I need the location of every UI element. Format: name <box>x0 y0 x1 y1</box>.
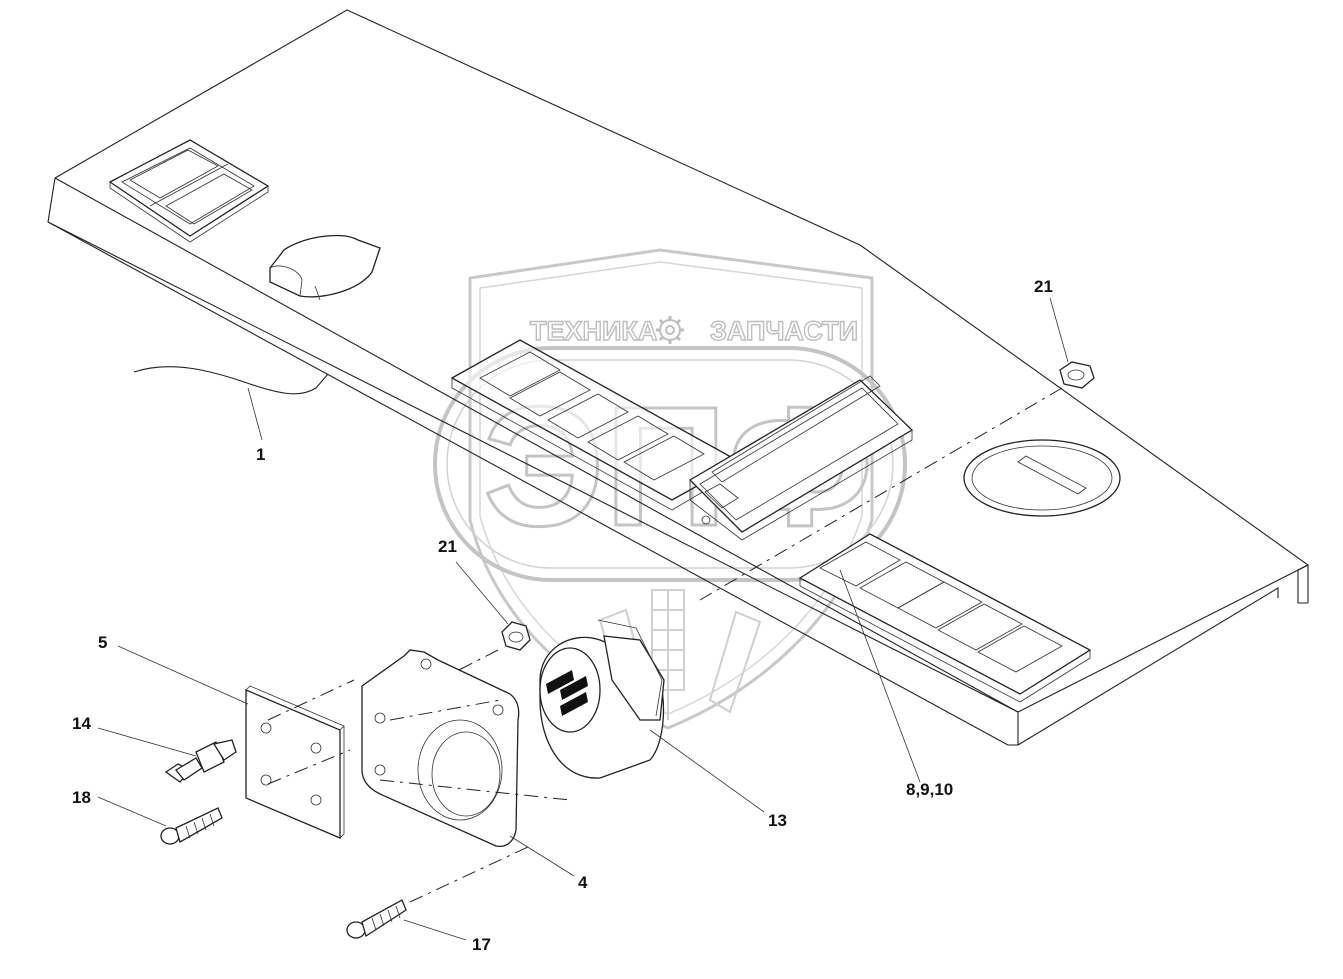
callout-18: 18 <box>72 788 91 807</box>
sensor-housing <box>539 619 765 813</box>
callout-14: 14 <box>72 714 91 733</box>
filler-cap <box>269 234 381 301</box>
callout-13: 13 <box>768 811 787 830</box>
callout-21-mid: 21 <box>438 537 457 556</box>
leader-8-9-10 <box>839 569 921 783</box>
watermark-left-text: ТЕХНИКА <box>530 316 657 346</box>
lower-switch-strip <box>798 533 1092 703</box>
control-module <box>688 375 914 541</box>
hour-meter-gauge <box>963 439 1121 517</box>
cable-part <box>133 366 329 441</box>
callout-5: 5 <box>98 633 107 652</box>
stud-connector <box>97 727 237 783</box>
bracket-plate <box>361 649 575 877</box>
twin-switch-block <box>108 139 270 243</box>
watermark-right-text: ЗАПЧАСТИ <box>710 316 858 346</box>
bolt-17 <box>346 845 531 941</box>
bolt-18 <box>97 796 223 845</box>
callout-8-9-10: 8,9,10 <box>906 780 953 799</box>
callout-labels: 1 21 21 5 14 18 4 13 8,9,10 17 <box>72 277 1053 954</box>
nut-top <box>699 297 1095 601</box>
dashboard-panel <box>47 9 1310 746</box>
callout-21-top: 21 <box>1034 277 1053 296</box>
square-plate <box>117 645 355 839</box>
gear-icon <box>656 316 684 344</box>
callout-17: 17 <box>472 935 491 954</box>
nut-mid <box>419 561 531 691</box>
callout-1: 1 <box>256 445 265 464</box>
callout-4: 4 <box>578 873 588 892</box>
